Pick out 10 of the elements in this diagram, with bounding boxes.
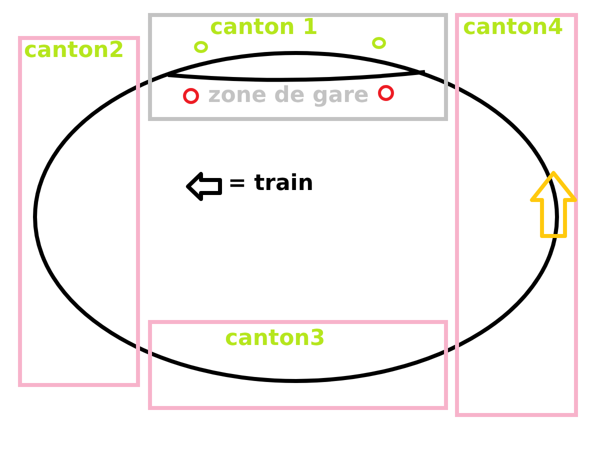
canton-label: canton2 (24, 40, 124, 62)
canton-label: canton3 (225, 328, 326, 350)
canton-label: canton4 (463, 17, 564, 39)
zone-label: zone de gare (208, 85, 369, 107)
legend-text: = train (228, 173, 314, 195)
station-zone-box (148, 13, 448, 121)
canton-box (148, 320, 448, 410)
canton-box (18, 36, 140, 387)
canton-box (455, 13, 578, 417)
canton-label: canton 1 (210, 17, 318, 39)
